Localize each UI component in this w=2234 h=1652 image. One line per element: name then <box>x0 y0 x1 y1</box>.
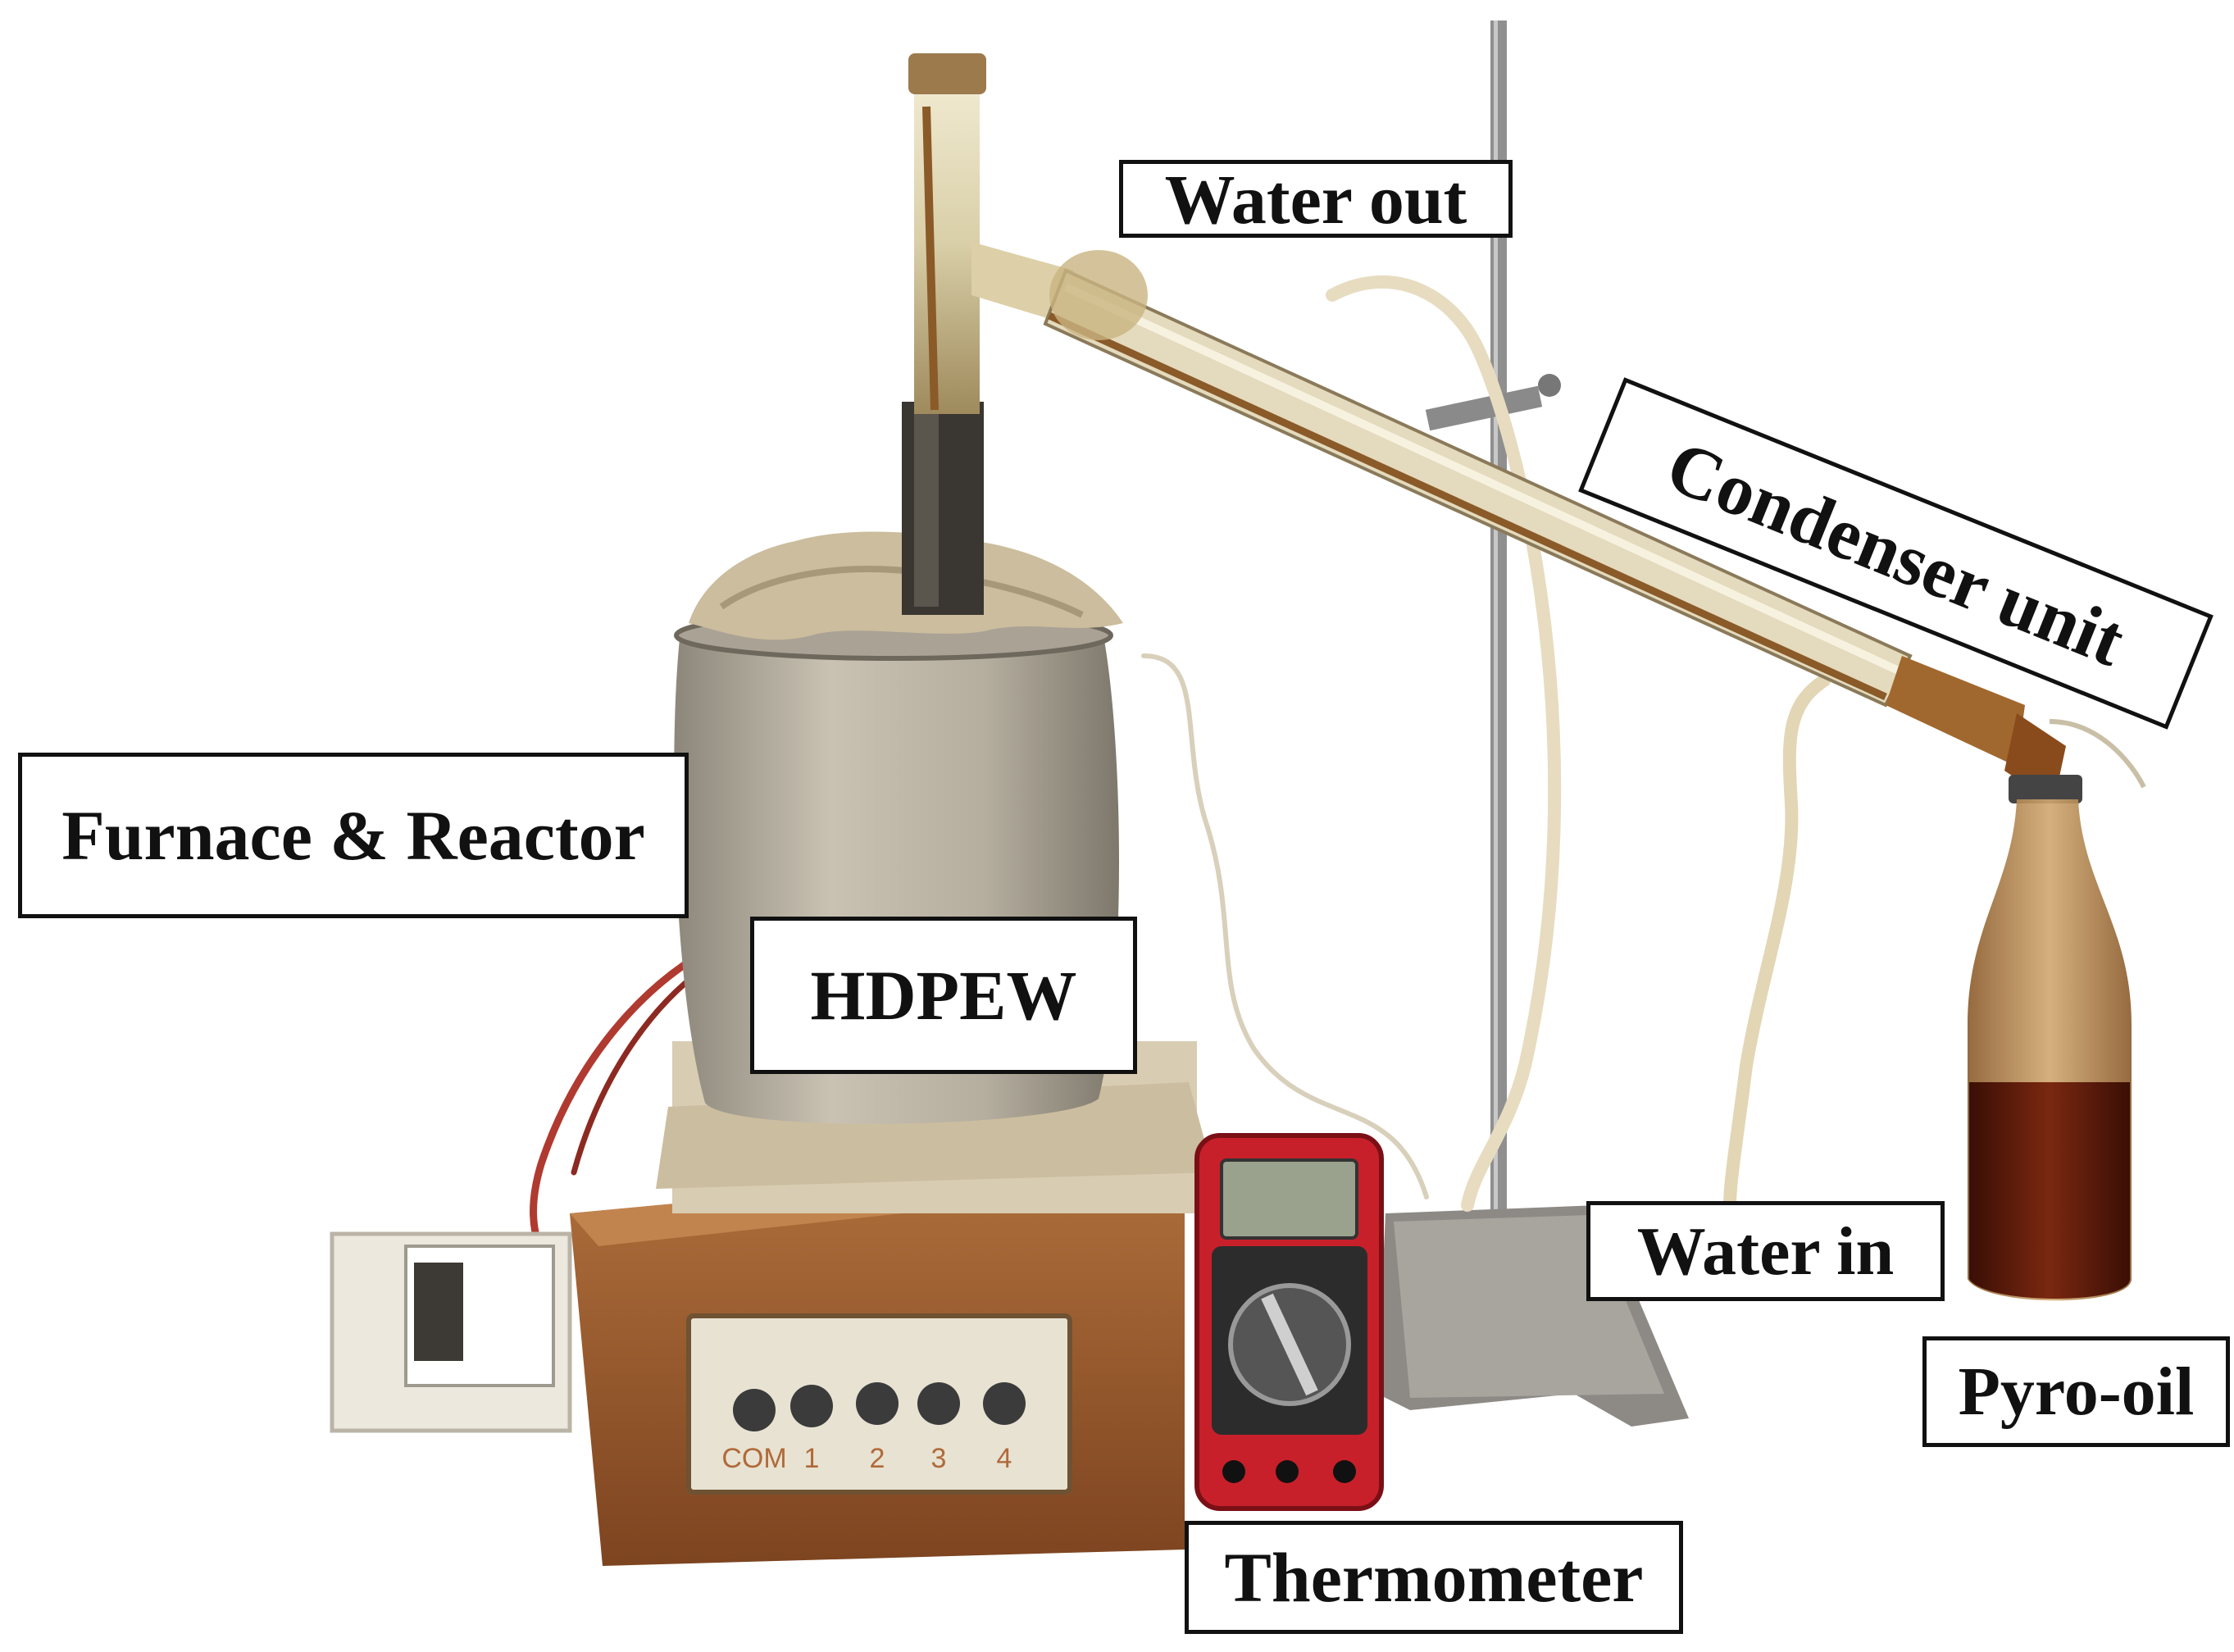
stand-clamp <box>1425 385 1543 431</box>
control-knobs <box>733 1382 1026 1431</box>
port-label: COM <box>721 1443 786 1474</box>
water-tubing <box>530 275 1831 1258</box>
label-hdpew: HDPEW <box>750 917 1137 1074</box>
port-label: 3 <box>931 1443 947 1474</box>
multimeter <box>1194 1133 1384 1511</box>
label-furnace-reactor: Furnace & Reactor <box>18 753 689 918</box>
condenser <box>971 242 2066 803</box>
heater-box <box>330 1156 1205 1566</box>
collection-bottle <box>1968 719 2146 1301</box>
label-water-in: Water in <box>1586 1201 1945 1301</box>
multimeter-display <box>1220 1158 1358 1240</box>
reactor-neck <box>902 53 986 615</box>
pyro-oil-liquid <box>1969 1082 2130 1299</box>
port-label: 2 <box>870 1443 885 1474</box>
thermocouple-wire <box>1141 653 1429 1199</box>
label-thermometer: Thermometer <box>1185 1521 1683 1634</box>
port-label: 4 <box>997 1443 1012 1474</box>
furnace-reactor <box>656 531 1213 1213</box>
tube-water-in <box>1723 674 1831 1212</box>
tube-water-out <box>1326 275 1562 1212</box>
power-cable-red <box>530 939 726 1258</box>
side-arm <box>971 242 1074 324</box>
label-water-out: Water out <box>1119 160 1513 239</box>
label-pyro-oil: Pyro-oil <box>1922 1336 2230 1447</box>
port-label: 1 <box>804 1443 820 1474</box>
